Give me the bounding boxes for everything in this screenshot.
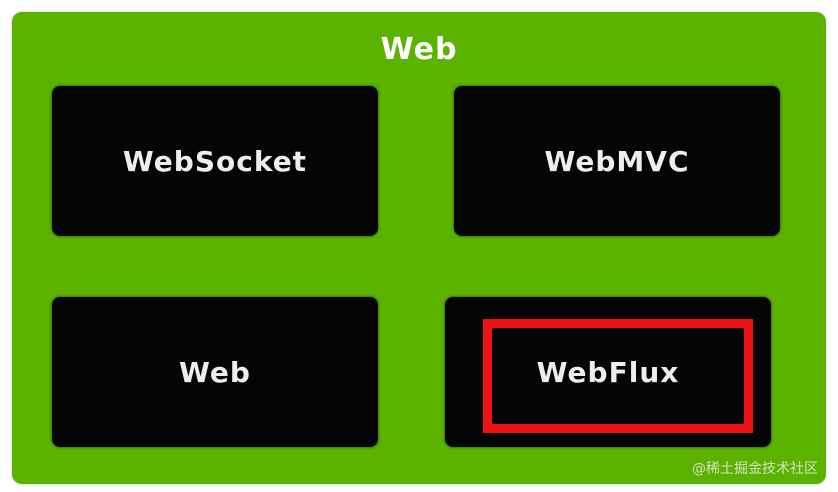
webflux-box-label-wrap: WebFlux: [445, 297, 771, 447]
websocket-box: WebSocket: [52, 86, 378, 236]
webmvc-box: WebMVC: [454, 86, 780, 236]
web-container-label: Web: [380, 32, 458, 67]
webmvc-label: WebMVC: [544, 144, 690, 178]
web-container: Web WebSocket WebMVC Web WebFlux @稀土掘金技术…: [12, 12, 826, 484]
webflux-highlight-frame: [483, 319, 753, 433]
webflux-label: WebFlux: [536, 355, 680, 389]
web-box: Web: [52, 297, 378, 447]
web-label: Web: [179, 355, 251, 389]
websocket-label: WebSocket: [122, 144, 308, 178]
watermark: @稀土掘金技术社区: [692, 461, 818, 477]
